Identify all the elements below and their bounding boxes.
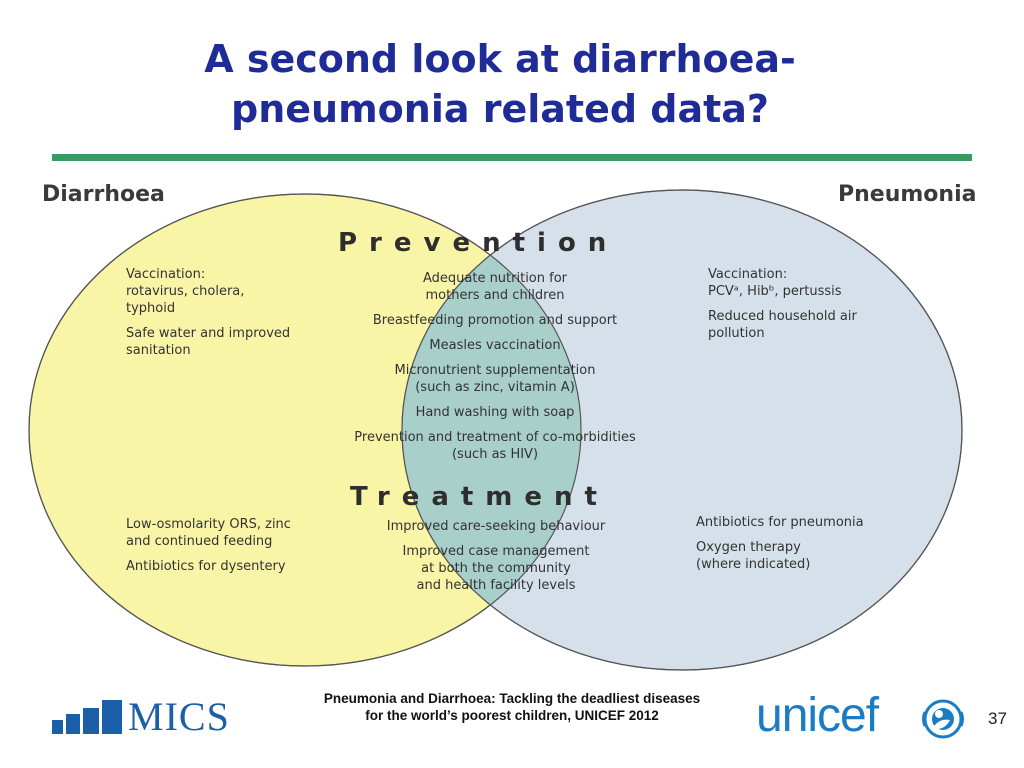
list-item: Improved case management at both the comm…	[356, 543, 636, 594]
list-item: Antibiotics for pneumonia	[696, 514, 916, 531]
list-item-line: rotavirus, cholera,	[126, 284, 245, 299]
list-item: Measles vaccination	[330, 337, 660, 354]
diarrhoea-circle-outline	[28, 193, 582, 667]
diarrhoea-label: Diarrhoea	[42, 182, 165, 207]
list-item-line: Reduced household air	[708, 309, 857, 324]
unicef-logo-text: unicef	[756, 689, 879, 742]
page-number: 37	[988, 709, 1007, 728]
list-item-line: mothers and children	[425, 288, 565, 303]
list-item: Vaccination: rotavirus, cholera, typhoid	[126, 266, 326, 317]
source-line-2: for the world’s poorest children, UNICEF…	[365, 708, 659, 723]
diarrhoea-treatment-list: Low-osmolarity ORS, zinc and continued fe…	[126, 516, 326, 583]
list-item-line: Vaccination:	[708, 267, 788, 282]
pneumonia-label: Pneumonia	[838, 182, 977, 207]
list-item-line: Measles vaccination	[429, 338, 561, 353]
list-item-line: Micronutrient supplementation	[394, 363, 596, 378]
list-item-line: Breastfeeding promotion and support	[372, 313, 618, 328]
list-item-line: typhoid	[126, 301, 176, 316]
unicef-logo: unicef	[756, 689, 976, 744]
list-item-line: Vaccination:	[126, 267, 206, 282]
list-item-line: Improved care-seeking behaviour	[386, 519, 606, 534]
list-item: Micronutrient supplementation (such as zi…	[330, 362, 660, 396]
list-item-line: (such as zinc, vitamin A)	[415, 380, 575, 395]
list-item-line: (such as HIV)	[451, 447, 539, 462]
list-item: Low-osmolarity ORS, zinc and continued fe…	[126, 516, 326, 550]
title-line-1: A second look at diarrhoea-	[204, 37, 796, 81]
list-item: Safe water and improved sanitation	[126, 325, 326, 359]
list-item-line: pollution	[708, 326, 765, 341]
list-item: Hand washing with soap	[330, 404, 660, 421]
title-divider	[52, 154, 972, 161]
source-citation: Pneumonia and Diarrhoea: Tackling the de…	[270, 690, 754, 724]
list-item-line: sanitation	[126, 343, 191, 358]
shared-prevention-list: Adequate nutrition for mothers and childr…	[330, 270, 660, 471]
list-item-line: Low-osmolarity ORS, zinc	[126, 517, 291, 532]
prevention-heading: Prevention	[338, 228, 619, 258]
list-item: Oxygen therapy (where indicated)	[696, 539, 916, 573]
list-item-line: Adequate nutrition for	[422, 271, 568, 286]
mics-logo: MICS	[52, 696, 252, 738]
list-item: Antibiotics for dysentery	[126, 558, 326, 575]
mics-bars-icon	[52, 700, 122, 734]
list-item: Breastfeeding promotion and support	[330, 312, 660, 329]
list-item: Improved care-seeking behaviour	[356, 518, 636, 535]
list-item: Adequate nutrition for mothers and childr…	[330, 270, 660, 304]
list-item: Prevention and treatment of co-morbiditi…	[330, 429, 660, 463]
list-item-line: at both the community	[421, 561, 571, 576]
list-item-line: and health facility levels	[416, 578, 576, 593]
title-line-2: pneumonia related data?	[231, 87, 769, 131]
list-item-line: Hand washing with soap	[415, 405, 575, 420]
list-item-line: Antibiotics for pneumonia	[696, 515, 864, 530]
list-item-line: Oxygen therapy	[696, 540, 801, 555]
list-item: Vaccination: PCVᵃ, Hibᵇ, pertussis	[708, 266, 928, 300]
list-item-line: Prevention and treatment of co-morbiditi…	[354, 430, 636, 445]
list-item-line: PCVᵃ, Hibᵇ, pertussis	[708, 284, 842, 299]
unicef-emblem-icon	[922, 699, 964, 739]
pneumonia-circle-outline	[401, 189, 963, 671]
list-item-line: and continued feeding	[126, 534, 273, 549]
page-title: A second look at diarrhoea- pneumonia re…	[120, 34, 880, 134]
list-item-line: Antibiotics for dysentery	[126, 559, 286, 574]
source-line-1: Pneumonia and Diarrhoea: Tackling the de…	[323, 691, 701, 706]
list-item: Reduced household air pollution	[708, 308, 928, 342]
list-item-line: Safe water and improved	[126, 326, 291, 341]
list-item-line: (where indicated)	[696, 557, 811, 572]
mics-logo-text: MICS	[128, 694, 230, 739]
list-item-line: Improved case management	[402, 544, 590, 559]
treatment-heading: Treatment	[350, 482, 609, 512]
